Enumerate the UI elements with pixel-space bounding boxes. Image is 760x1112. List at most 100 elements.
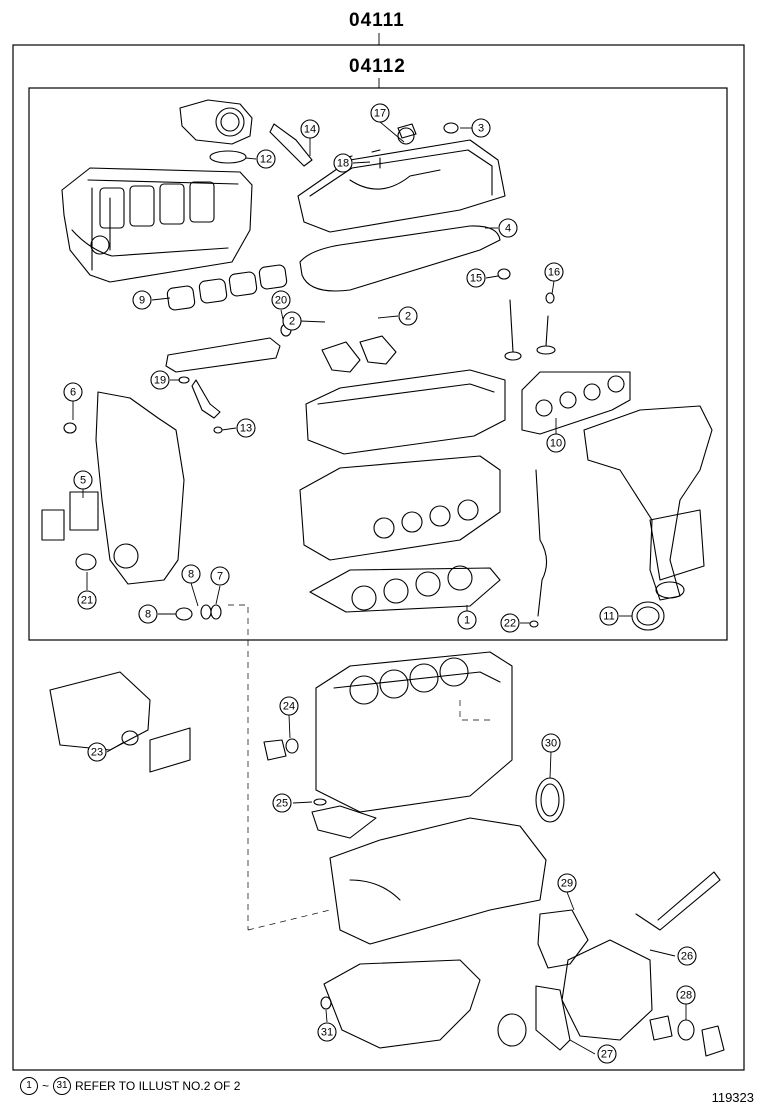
callout-number: 6	[70, 387, 76, 399]
callout-24: 24	[279, 696, 299, 716]
rear-oil-seal-drawing	[535, 777, 565, 823]
callout-circle	[677, 946, 697, 966]
upper-oil-pan-drawing	[329, 817, 547, 945]
callout-number: 26	[681, 951, 693, 963]
callout-circle	[597, 1044, 617, 1064]
callout-27: 27	[597, 1044, 617, 1064]
range-end-callout: 31	[53, 1077, 72, 1095]
callout-31: 31	[317, 1022, 337, 1042]
callout-20: 20	[271, 290, 291, 310]
callout-17: 17	[370, 103, 390, 123]
fuel-rail-drawing	[165, 123, 313, 419]
callout-circle	[541, 733, 561, 753]
callout-number: 10	[550, 438, 562, 450]
callout-number: 29	[561, 878, 573, 890]
callout-11: 11	[599, 606, 619, 626]
callout-number: 17	[374, 108, 386, 120]
callout-number: 27	[601, 1049, 613, 1061]
callout-circle	[333, 153, 353, 173]
callout-circle	[63, 382, 83, 402]
callout-7: 7	[210, 566, 230, 586]
reference-text: REFER TO ILLUST NO.2 OF 2	[75, 1079, 241, 1093]
callout-number: 31	[321, 1027, 333, 1039]
callout-circle	[498, 218, 518, 238]
inner-kit-frame	[28, 87, 728, 641]
dipstick-tube-drawing	[535, 469, 548, 617]
callout-number: 7	[217, 571, 223, 583]
callout-circle	[282, 311, 302, 331]
callout-circle	[471, 118, 491, 138]
callout-number: 2	[289, 316, 295, 328]
callout-circle	[599, 606, 619, 626]
leader-lines	[72, 121, 687, 1055]
lower-oil-pan-drawing	[323, 959, 481, 1049]
callout-13: 13	[236, 418, 256, 438]
callout-number: 20	[275, 295, 287, 307]
callout-circle	[138, 604, 158, 624]
callout-4: 4	[498, 218, 518, 238]
callout-number: 18	[337, 158, 349, 170]
callout-circle	[546, 433, 566, 453]
cylinder-block-drawing	[315, 651, 513, 813]
kit-frames	[12, 33, 745, 1071]
cam-housing-drawing	[305, 299, 556, 455]
callout-circle	[466, 268, 486, 288]
callout-circle	[300, 119, 320, 139]
callout-circle	[150, 370, 170, 390]
callout-22: 22	[500, 613, 520, 633]
callout-number: 21	[81, 595, 93, 607]
callout-number: 25	[276, 798, 288, 810]
callout-12: 12	[256, 149, 276, 169]
callout-8: 8	[138, 604, 158, 624]
callout-circle	[132, 290, 152, 310]
head-cover-drawing	[297, 123, 506, 292]
callout-circle	[370, 103, 390, 123]
callout-number: 19	[154, 375, 166, 387]
callout-28: 28	[676, 985, 696, 1005]
callout-number: 22	[504, 618, 516, 630]
callout-10: 10	[546, 433, 566, 453]
callout-2: 2	[398, 306, 418, 326]
throttle-gasket-drawing	[209, 150, 247, 164]
head-gasket-drawing	[309, 565, 501, 613]
outer-part-code: 04111	[349, 10, 405, 31]
callout-number: 24	[283, 701, 295, 713]
callout-number: 16	[548, 267, 560, 279]
callout-number: 30	[545, 738, 557, 750]
callout-circle	[236, 418, 256, 438]
callout-circle	[256, 149, 276, 169]
callout-circle	[279, 696, 299, 716]
callout-15: 15	[466, 268, 486, 288]
inner-part-code: 04112	[349, 56, 406, 77]
callout-circle	[210, 566, 230, 586]
callout-circle	[181, 564, 201, 584]
callout-number: 3	[478, 123, 484, 135]
callout-circle	[317, 1022, 337, 1042]
callout-5: 5	[73, 470, 93, 490]
callout-circle	[73, 470, 93, 490]
water-pump-drawing	[497, 871, 725, 1057]
callout-number: 9	[139, 295, 145, 307]
callout-29: 29	[557, 873, 577, 893]
callout-circle	[457, 610, 477, 630]
callout-number: 11	[603, 611, 614, 623]
callout-number: 23	[91, 747, 103, 759]
callout-number: 8	[188, 569, 194, 581]
callout-circle	[544, 262, 564, 282]
footer-reference-note: 1 ~ 31 REFER TO ILLUST NO.2 OF 2	[20, 1077, 240, 1095]
intake-gasket-drawing	[166, 264, 288, 311]
cylinder-head-drawing	[299, 455, 501, 561]
callout-21: 21	[77, 590, 97, 610]
callout-1: 1	[457, 610, 477, 630]
callout-circle	[398, 306, 418, 326]
callout-number: 2	[405, 311, 411, 323]
range-start-callout: 1	[20, 1077, 38, 1095]
callout-25: 25	[272, 793, 292, 813]
callout-16: 16	[544, 262, 564, 282]
rear-cover-drawing	[49, 671, 191, 773]
range-separator: ~	[42, 1079, 50, 1093]
callout-circle	[271, 290, 291, 310]
exhaust-manifold-drawing	[583, 405, 713, 601]
